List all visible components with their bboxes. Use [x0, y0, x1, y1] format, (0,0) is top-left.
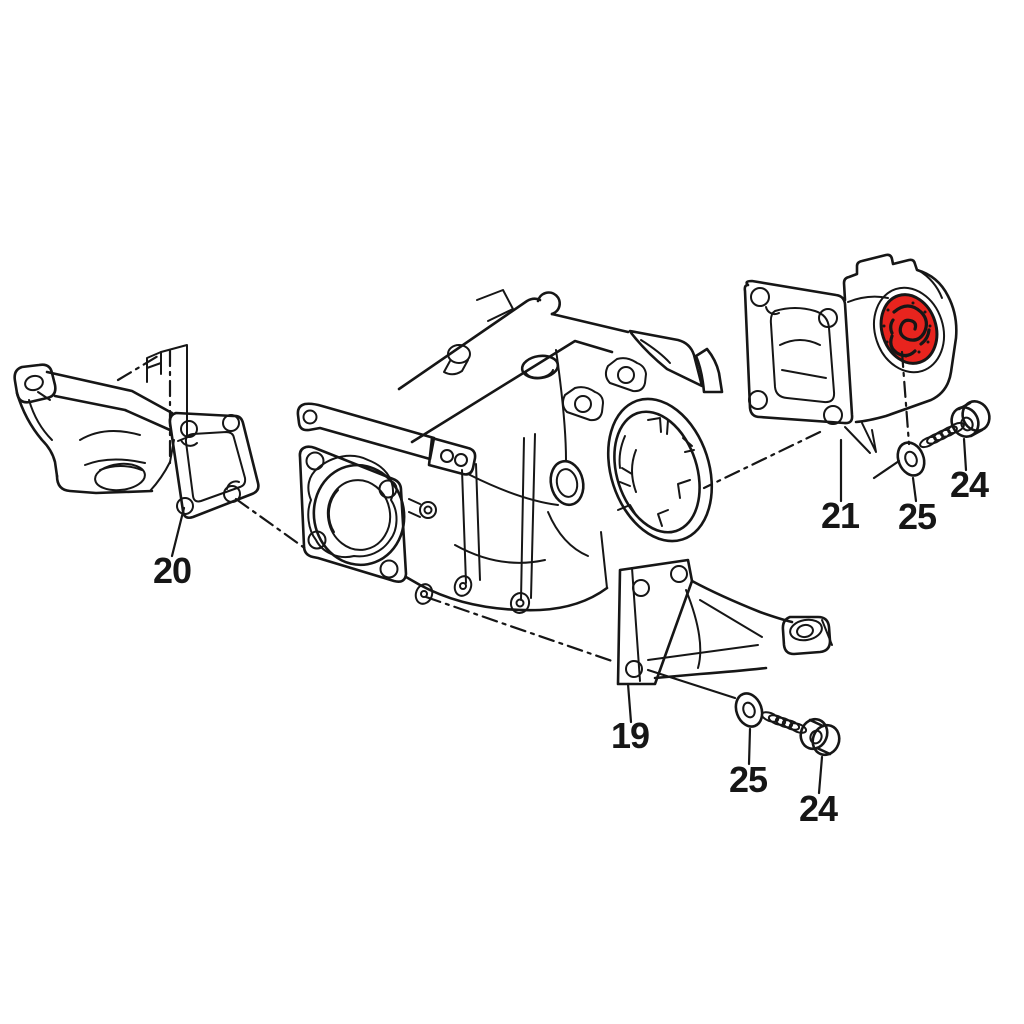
washer-25-upper	[896, 441, 926, 477]
part-20-gasket-plate	[168, 411, 260, 520]
assembly-centerlines	[234, 350, 911, 700]
washer-25-lower	[734, 692, 764, 728]
part-21-mount	[743, 253, 958, 454]
centerline-bushing-to-washer	[900, 350, 911, 446]
part-label-25-upper: 25	[898, 496, 937, 537]
centerline-housing-to-bracket19	[424, 595, 614, 663]
part-label-19: 19	[611, 715, 649, 756]
centerline-mount21-to-housing	[702, 430, 822, 490]
leader-lines	[170, 437, 968, 795]
part-label-25-lower: 25	[729, 759, 768, 800]
bushing-red-face	[879, 293, 939, 365]
part-label-24-lower: 24	[799, 788, 838, 829]
differential-housing	[296, 289, 724, 614]
part-labels: 20 21 24 25 19 25 24	[153, 464, 990, 829]
direction-flag	[116, 344, 194, 465]
bolt-24-upper	[919, 400, 991, 449]
bolt-24-lower	[760, 711, 841, 757]
axis-bracket19-to-washer	[646, 668, 737, 700]
part-21-bushing-highlight	[879, 293, 939, 365]
axis-washer25-upper	[872, 459, 901, 480]
part-label-21: 21	[821, 495, 860, 536]
flag-centerline	[116, 354, 160, 382]
centerline-gasket-to-housing	[234, 497, 308, 551]
part-19-bracket	[616, 558, 833, 686]
part-label-24-upper: 24	[950, 464, 989, 505]
part-label-20: 20	[153, 550, 191, 591]
part-20-bracket	[13, 363, 175, 495]
